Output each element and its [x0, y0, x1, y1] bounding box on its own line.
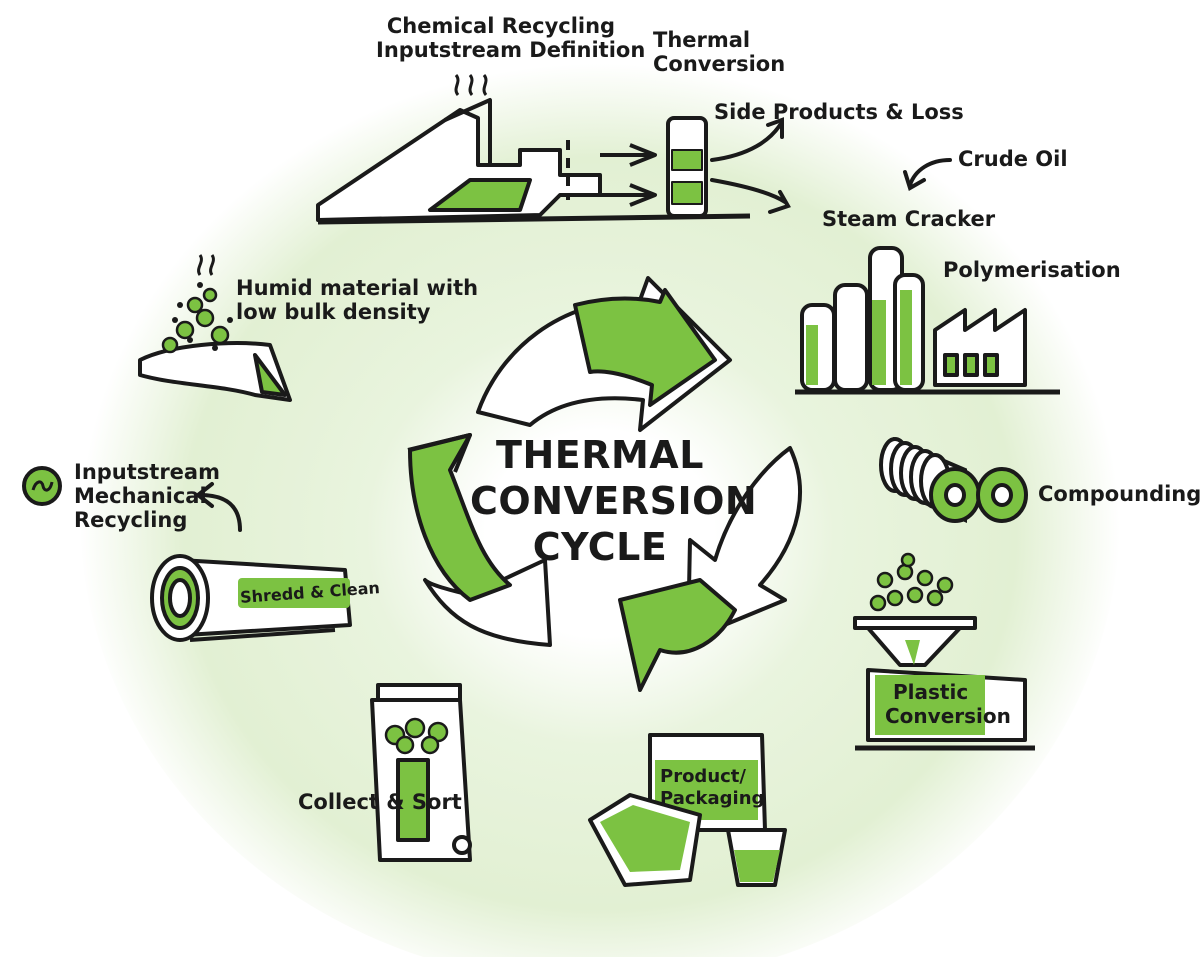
thermal-conversion-label-line: Thermal: [653, 28, 785, 52]
collect-sort-label: Collect & Sort: [298, 790, 462, 814]
thermal-conversion-label: Thermal Conversion: [653, 28, 785, 76]
center-title-line: CYCLE: [470, 524, 730, 570]
thermal-conversion-label-line: Conversion: [653, 52, 785, 76]
waste-bin-icon: [372, 685, 470, 860]
product-packaging-label: Product/ Packaging: [660, 766, 764, 810]
side-products-label: Side Products & Loss: [714, 100, 964, 124]
steam-cracker-label: Steam Cracker: [822, 207, 995, 231]
mechanical-recycling-label: Inputstream Mechanical Recycling: [74, 460, 220, 532]
mechanical-recycling-label-line: Recycling: [74, 508, 220, 532]
plastic-conversion-label-line: Plastic: [885, 680, 1011, 704]
humid-material-label-line: low bulk density: [236, 300, 478, 324]
mechanical-recycling-label-line: Mechanical: [74, 484, 220, 508]
chemical-recycling-label-line: Chemical Recycling: [376, 14, 626, 38]
plastic-conversion-label-line: Conversion: [885, 704, 1011, 728]
plastic-conversion-label: Plastic Conversion: [885, 680, 1011, 728]
center-title-line: CONVERSION: [470, 478, 730, 524]
center-title: THERMAL CONVERSION CYCLE: [470, 432, 730, 570]
polymerisation-label: Polymerisation: [943, 258, 1121, 282]
compounding-label: Compounding: [1038, 482, 1200, 506]
product-packaging-label-line: Packaging: [660, 788, 764, 810]
product-packaging-label-line: Product/: [660, 766, 764, 788]
chemical-recycling-label-line: Inputstream Definition: [376, 38, 626, 62]
humid-material-label: Humid material with low bulk density: [236, 276, 478, 324]
crude-oil-label: Crude Oil: [958, 147, 1068, 171]
mechanical-recycling-badge-icon: [24, 468, 60, 504]
humid-material-label-line: Humid material with: [236, 276, 478, 300]
chemical-recycling-label: Chemical Recycling Inputstream Definitio…: [376, 14, 626, 62]
mechanical-recycling-label-line: Inputstream: [74, 460, 220, 484]
center-title-line: THERMAL: [470, 432, 730, 478]
